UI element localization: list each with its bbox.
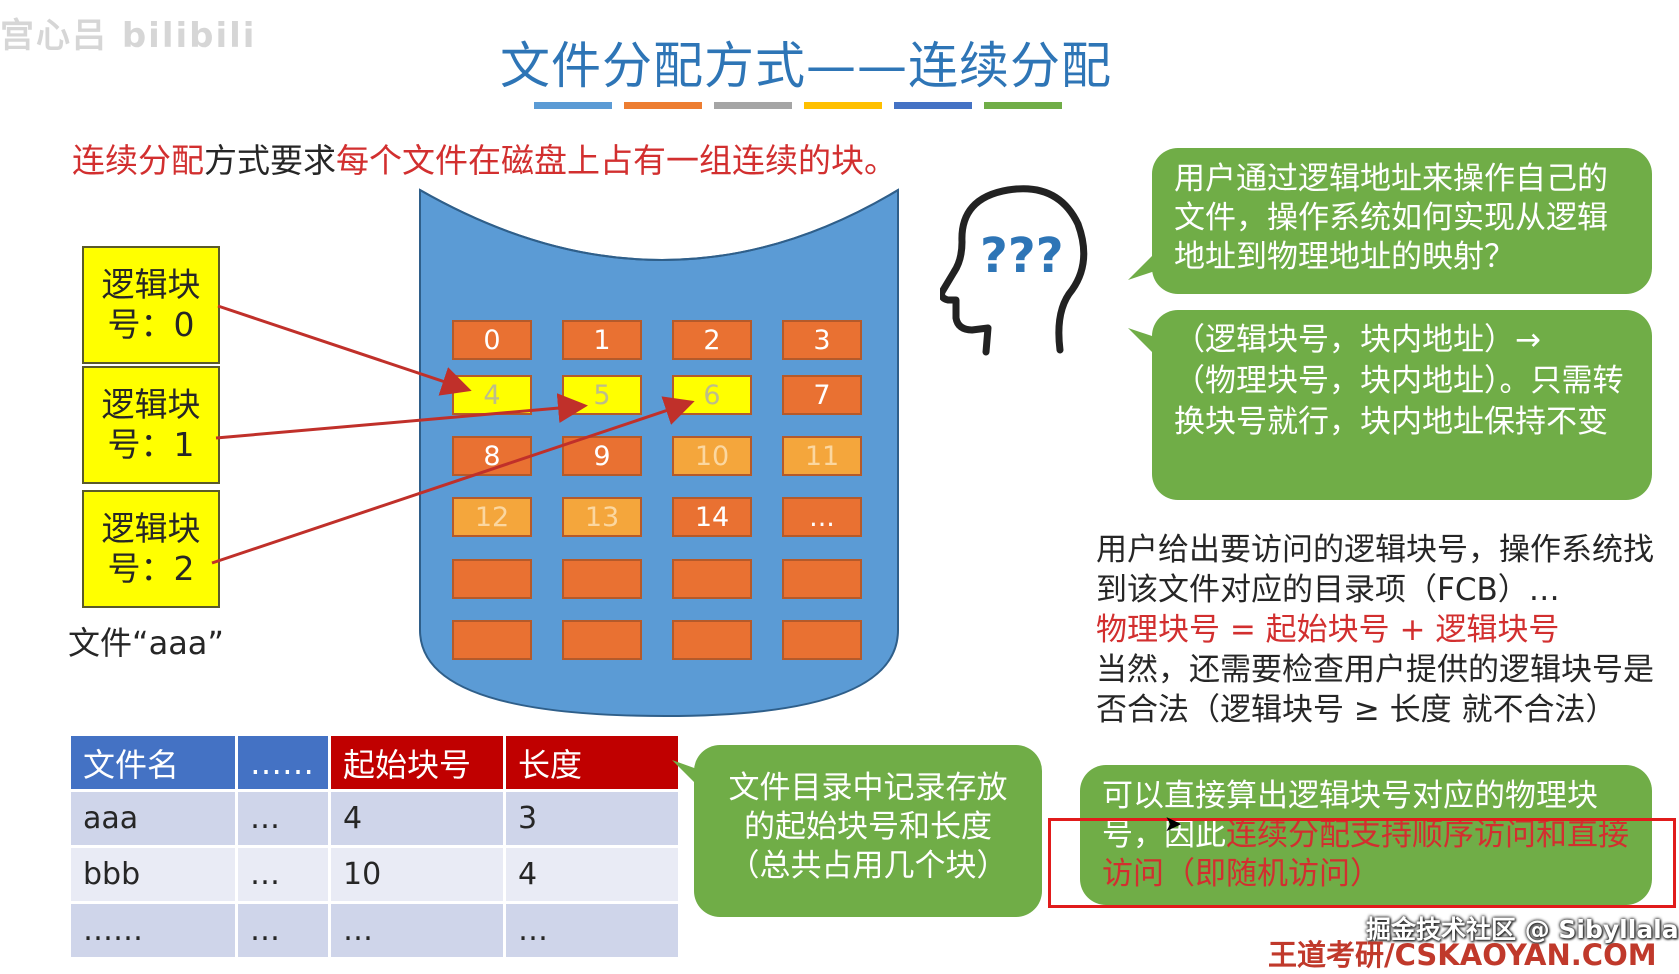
disk-block-8: 8 [452, 436, 532, 476]
highlight-box [1048, 818, 1676, 908]
disk-block-3: 3 [782, 320, 862, 360]
disk-block-9: 9 [562, 436, 642, 476]
disk-block-22 [672, 620, 752, 660]
disk-block-16 [452, 559, 532, 599]
explain-line-3: 当然，还需要检查用户提供的逻辑块号是否合法（逻辑块号 ≥ 长度 就不合法） [1096, 652, 1654, 728]
mapping-line-1: （逻辑块号，块内地址）→ [1174, 322, 1541, 358]
cell: … [503, 901, 681, 960]
logical-block-label: 逻辑块 [101, 385, 201, 424]
cell: … [235, 901, 331, 960]
question-marks: ??? [980, 228, 1064, 284]
disk-top-edge [419, 189, 899, 261]
cell: 4 [503, 845, 681, 904]
title-bar-3 [804, 102, 882, 109]
col-start-block: 起始块号 [328, 733, 506, 792]
disk-block-6: 6 [672, 375, 752, 415]
logical-block-1: 逻辑块 号：1 [82, 366, 220, 484]
logical-block-2: 逻辑块 号：2 [82, 490, 220, 608]
title-color-bars [534, 102, 1062, 109]
disk-block-5: 5 [562, 375, 642, 415]
disk-block-23 [782, 620, 862, 660]
intro-text: 连续分配方式要求每个文件在磁盘上占有一组连续的块。 [72, 134, 897, 182]
disk-block-20 [452, 620, 532, 660]
logical-block-number: 号：0 [107, 305, 195, 344]
disk-block-0: 0 [452, 320, 532, 360]
disk-block-12: 12 [452, 497, 532, 537]
cell: …… [68, 901, 238, 960]
col-filename: 文件名 [68, 733, 238, 792]
mouse-cursor-icon: ➤ [1164, 812, 1183, 837]
directory-bubble: 文件目录中记录存放的起始块号和长度（总共占用几个块） [694, 745, 1042, 917]
mapping-bubble: （逻辑块号，块内地址）→ （物理块号，块内地址）。只需转换块号就行，块内地址保持… [1152, 310, 1652, 500]
disk-block-4: 4 [452, 375, 532, 415]
intro-highlight-2: 每个文件在磁盘上占有一组连续的块。 [336, 141, 897, 180]
juejin-credit: 掘金技术社区 @ Sibyllala [1366, 915, 1679, 944]
cell: 10 [328, 845, 506, 904]
title-bar-0 [534, 102, 612, 109]
conclusion-highlight: 连续分配支持顺序访问和直接访问（即随机访问） [1102, 817, 1629, 892]
title-bar-1 [624, 102, 702, 109]
cell: 4 [328, 789, 506, 848]
logical-block-number: 号：2 [107, 549, 195, 588]
disk-block-10: 10 [672, 436, 752, 476]
logical-block-0: 逻辑块 号：0 [82, 246, 220, 364]
disk-block-19 [782, 559, 862, 599]
site-credit: 王道考研/CSKAOYAN.COM [1268, 938, 1657, 972]
cell: bbb [68, 845, 238, 904]
explain-line-1: 用户给出要访问的逻辑块号，操作系统找到该文件对应的目录项（FCB）… [1096, 532, 1654, 608]
cell: … [328, 901, 506, 960]
logical-block-label: 逻辑块 [101, 265, 201, 304]
conclusion-plain: 可以直接算出逻辑块号对应的物理块号，因此 [1102, 778, 1598, 853]
disk-block-2: 2 [672, 320, 752, 360]
col-ellipsis: …… [235, 733, 331, 792]
cell: aaa [68, 789, 238, 848]
logical-block-number: 号：1 [107, 425, 195, 464]
slide-title: 文件分配方式——连续分配 [500, 37, 1112, 95]
table-row: aaa … 4 3 [68, 789, 681, 848]
disk-block-7: 7 [782, 375, 862, 415]
title-bar-4 [894, 102, 972, 109]
table-row: bbb … 10 4 [68, 845, 681, 904]
disk-block-1: 1 [562, 320, 642, 360]
col-length: 长度 [503, 733, 681, 792]
directory-table: 文件名 …… 起始块号 长度 aaa … 4 3 bbb … 10 4 …… …… [68, 733, 681, 960]
disk-block-21 [562, 620, 642, 660]
thinking-head-icon: ??? [940, 185, 1088, 356]
question-bubble: 用户通过逻辑地址来操作自己的文件，操作系统如何实现从逻辑地址到物理地址的映射？ [1152, 148, 1652, 294]
intro-plain: 方式要求 [204, 141, 336, 180]
title-bar-5 [984, 102, 1062, 109]
disk-block-14: 14 [672, 497, 752, 537]
disk-block-11: 11 [782, 436, 862, 476]
logical-block-label: 逻辑块 [101, 509, 201, 548]
intro-highlight: 连续分配 [72, 141, 204, 180]
conclusion-bubble: 可以直接算出逻辑块号对应的物理块号，因此连续分配支持顺序访问和直接访问（即随机访… [1080, 765, 1652, 905]
mapping-line-2: （物理块号，块内地址）。只需转换块号就行，块内地址保持不变 [1174, 363, 1624, 440]
disk-block-18 [672, 559, 752, 599]
title-bar-2 [714, 102, 792, 109]
disk-block-17 [562, 559, 642, 599]
disk-block-13: 13 [562, 497, 642, 537]
cell: … [235, 845, 331, 904]
explanation-text: 用户给出要访问的逻辑块号，操作系统找到该文件对应的目录项（FCB）… 物理块号 … [1096, 530, 1676, 730]
bilibili-watermark: 宫心吕 bilibili [0, 16, 257, 56]
cell: … [235, 789, 331, 848]
file-label: 文件“aaa” [68, 624, 224, 662]
address-formula: 物理块号 = 起始块号 + 逻辑块号 [1096, 612, 1560, 648]
disk-block-15: ... [782, 497, 862, 537]
table-row: …… … … … [68, 901, 681, 960]
cell: 3 [503, 789, 681, 848]
